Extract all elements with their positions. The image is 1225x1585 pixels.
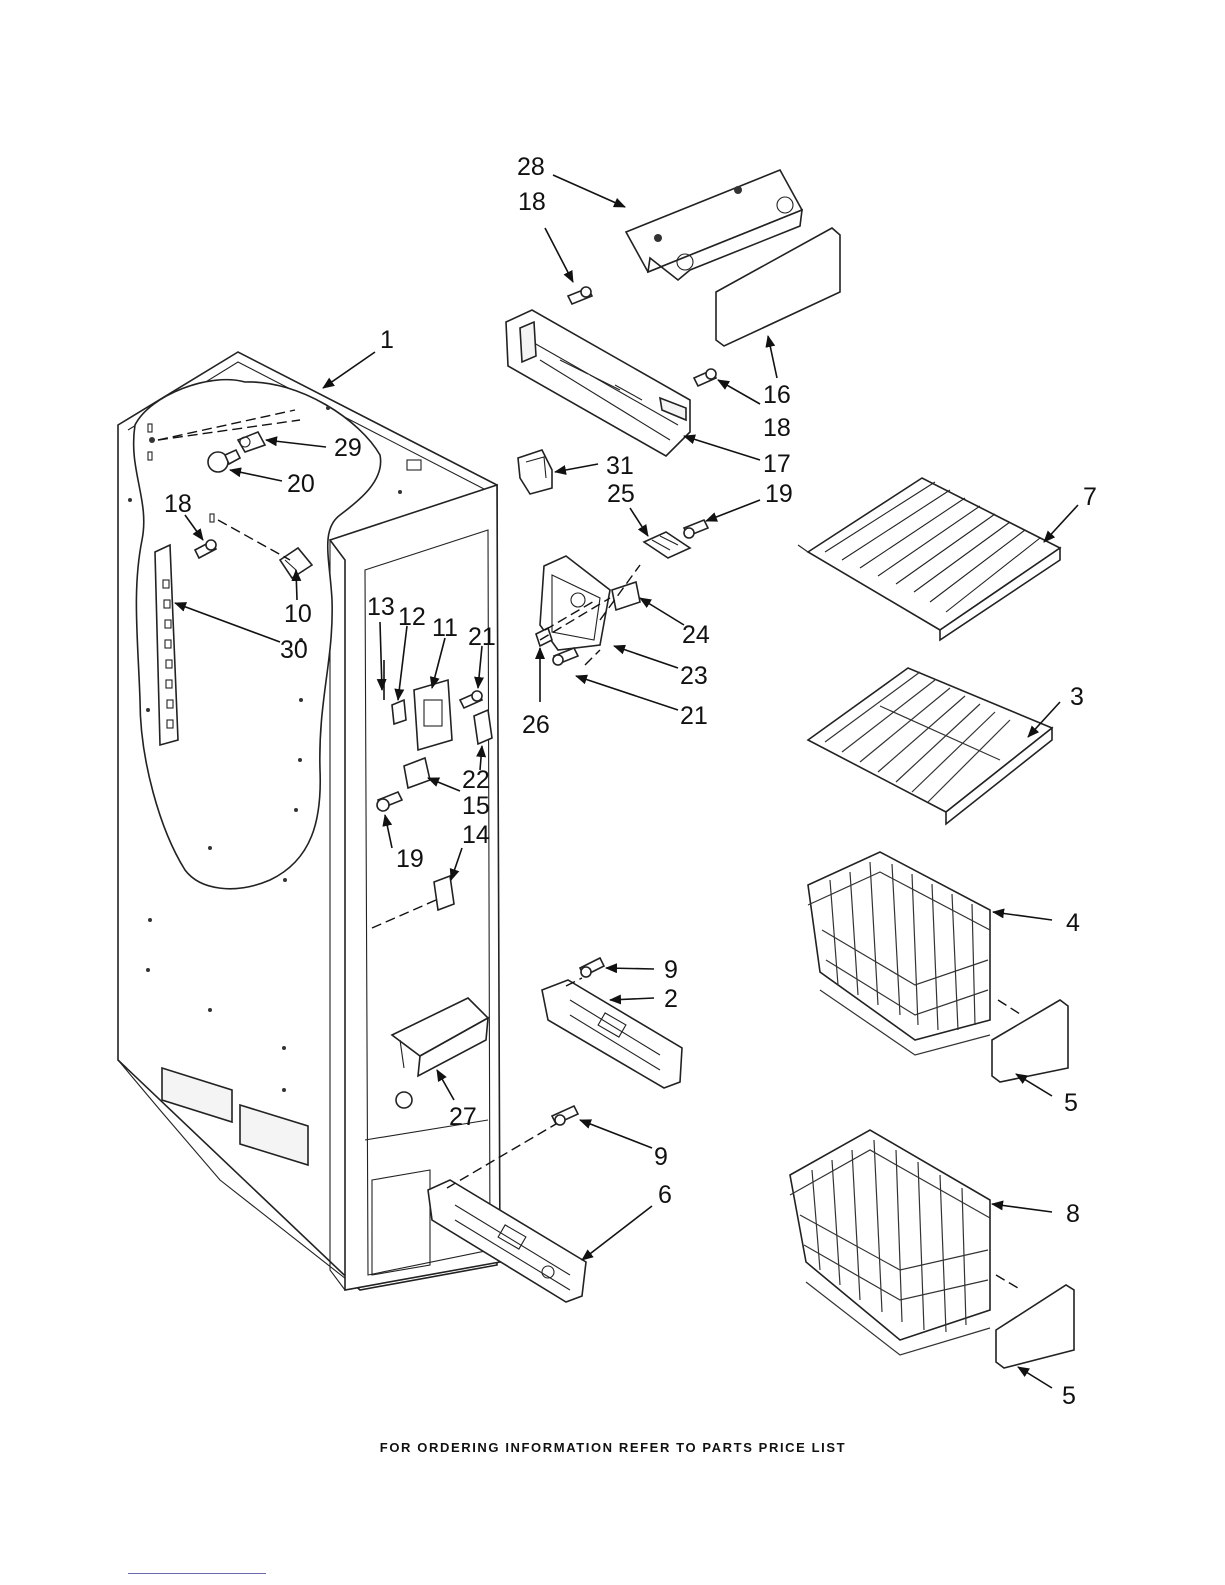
callout-24: 24 (682, 621, 710, 649)
callout-31: 31 (606, 452, 634, 480)
grille-2 (542, 980, 682, 1088)
basket-front-5-upper (992, 1000, 1068, 1082)
screw-18-right (694, 369, 716, 386)
screw-19-right (684, 520, 708, 538)
wire-basket-4 (808, 852, 990, 1055)
callout-16: 16 (763, 381, 791, 409)
wire-shelf-3 (808, 668, 1052, 824)
screw-18-top (568, 287, 592, 304)
callout-10: 10 (284, 600, 312, 628)
connector-14 (434, 876, 454, 910)
basket-front-5-lower (996, 1285, 1074, 1368)
ordering-info-footer: FOR ORDERING INFORMATION REFER TO PARTS … (380, 1440, 846, 1455)
callout-28: 28 (517, 153, 545, 181)
callout-9: 9 (654, 1143, 668, 1171)
callout-6: 6 (658, 1181, 672, 1209)
spring-12 (392, 700, 406, 724)
housing-11 (414, 680, 452, 750)
callout-8: 8 (1066, 1200, 1080, 1228)
bracket-24 (612, 582, 640, 610)
callout-18: 18 (164, 490, 192, 518)
callout-18: 18 (518, 188, 546, 216)
board-25 (644, 532, 690, 558)
callout-19: 19 (765, 480, 793, 508)
callout-13: 13 (367, 593, 395, 621)
wire-basket-8 (790, 1130, 990, 1355)
callout-26: 26 (522, 711, 550, 739)
callout-19: 19 (396, 845, 424, 873)
screw-9-upper (580, 958, 604, 977)
callout-23: 23 (680, 662, 708, 690)
callout-27: 27 (449, 1103, 477, 1131)
callout-17: 17 (763, 450, 791, 478)
callout-18: 18 (763, 414, 791, 442)
callout-3: 3 (1070, 683, 1084, 711)
callout-4: 4 (1066, 909, 1080, 937)
callout-15: 15 (462, 792, 490, 820)
callout-7: 7 (1083, 483, 1097, 511)
callout-21: 21 (468, 623, 496, 651)
callout-12: 12 (398, 603, 426, 631)
screw-21-right (553, 648, 578, 665)
bottom-link-underline (128, 1573, 266, 1574)
glass-shelf-7 (798, 478, 1060, 640)
callout-14: 14 (462, 821, 490, 849)
callout-2: 2 (664, 985, 678, 1013)
callout-30: 30 (280, 636, 308, 664)
callout-29: 29 (334, 434, 362, 462)
housing-17 (506, 310, 690, 456)
callout-5: 5 (1064, 1089, 1078, 1117)
callout-20: 20 (287, 470, 315, 498)
callout-25: 25 (607, 480, 635, 508)
bracket-22 (474, 710, 492, 744)
callout-1: 1 (380, 326, 394, 354)
callout-21: 21 (680, 702, 708, 730)
clip-31 (518, 450, 552, 494)
callout-5: 5 (1062, 1382, 1076, 1410)
callout-9: 9 (664, 956, 678, 984)
callout-11: 11 (432, 614, 458, 642)
callout-22: 22 (462, 766, 490, 794)
screw-9-lower (552, 1106, 578, 1125)
